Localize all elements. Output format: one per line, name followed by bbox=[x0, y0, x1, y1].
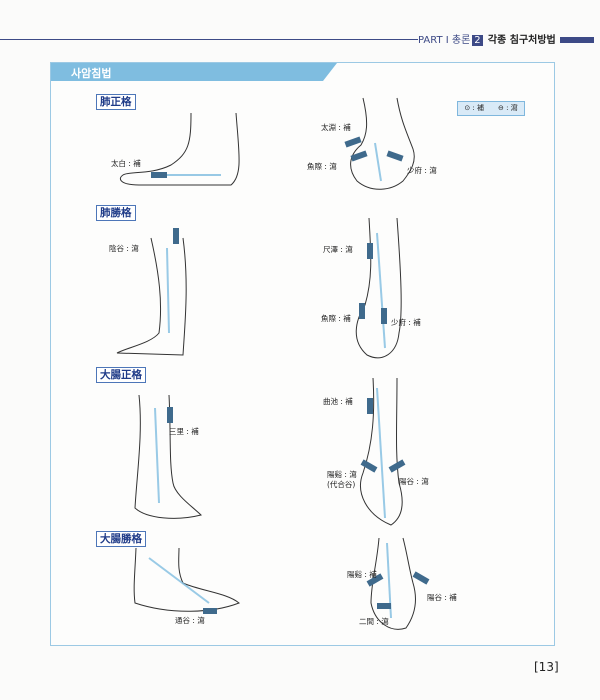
header-prefix: 총론 bbox=[451, 35, 471, 46]
needle-marker bbox=[360, 459, 378, 473]
needle-marker bbox=[344, 136, 362, 148]
acupoint-label: 陽谷 : 瀉 bbox=[399, 477, 429, 486]
needle-marker bbox=[203, 608, 217, 614]
acupoint-label-sub: (代合谷) bbox=[327, 480, 356, 489]
needle-marker bbox=[173, 228, 179, 244]
content-panel: 사암침법 ⊙ : 補 ⊖ : 瀉 bbox=[50, 62, 555, 646]
needle-marker bbox=[350, 150, 368, 162]
acupoint-label: 魚際 : 補 bbox=[321, 314, 351, 323]
meridian-line-3 bbox=[166, 247, 170, 334]
section-title-3: 大腸正格 bbox=[96, 367, 146, 383]
acupoint-label: 陽谿 : 補 bbox=[347, 570, 377, 579]
page-number: [13] bbox=[534, 660, 559, 674]
leg-illustration bbox=[116, 237, 187, 356]
needle-marker bbox=[386, 150, 404, 162]
header-title: 각종 침구처방법 bbox=[487, 35, 556, 46]
section-title-2: 肺勝格 bbox=[96, 205, 136, 221]
acupoint-label: 太淵 : 補 bbox=[321, 123, 351, 132]
acupoint-label: 二間 : 瀉 bbox=[359, 617, 389, 626]
forearm-hand-illustration bbox=[360, 377, 403, 526]
foot-illustration bbox=[119, 112, 240, 186]
meridian-line-2 bbox=[374, 142, 382, 182]
needle-marker bbox=[388, 459, 406, 473]
section-title-1: 肺正格 bbox=[96, 94, 136, 110]
needle-marker bbox=[359, 303, 365, 319]
panel-title: 사암침법 bbox=[71, 67, 112, 80]
legend: ⊙ : 補 ⊖ : 瀉 bbox=[457, 101, 525, 116]
acupoint-label-main: 陽谿 : 瀉 bbox=[327, 470, 357, 479]
acupoint-label: 曲池 : 補 bbox=[323, 397, 353, 406]
acupoint-label: 少府 : 瀉 bbox=[407, 166, 437, 175]
hand-illustration bbox=[350, 97, 415, 190]
needle-marker bbox=[367, 243, 373, 259]
acupoint-label: 通谷 : 瀉 bbox=[175, 616, 205, 625]
meridian-line-7 bbox=[148, 557, 210, 604]
meridian-line-5 bbox=[154, 407, 160, 504]
panel-title-tab: 사암침법 bbox=[51, 63, 337, 81]
header-section-number: 2 bbox=[472, 35, 483, 46]
foot-illustration-2 bbox=[133, 547, 240, 612]
acupoint-label: 陽谿 : 瀉 (代合谷) bbox=[327, 470, 357, 490]
meridian-line-6 bbox=[376, 387, 386, 519]
header-rule bbox=[0, 39, 418, 40]
forearm-illustration bbox=[355, 217, 402, 359]
acupoint-label: 三里 : 補 bbox=[169, 427, 199, 436]
header-bar bbox=[559, 37, 594, 43]
needle-marker bbox=[151, 172, 167, 178]
acupoint-label: 陽谷 : 補 bbox=[427, 593, 457, 602]
needle-marker bbox=[412, 571, 430, 585]
needle-marker bbox=[367, 398, 373, 414]
acupoint-label: 陰谷 : 瀉 bbox=[109, 244, 139, 253]
meridian-line-4 bbox=[376, 232, 386, 349]
header-part: PART I bbox=[418, 35, 449, 46]
needle-marker bbox=[377, 603, 391, 609]
needle-marker bbox=[167, 407, 173, 423]
needle-marker bbox=[366, 573, 384, 587]
leg-foot-illustration bbox=[134, 394, 202, 519]
acupoint-label: 太白 : 補 bbox=[111, 159, 141, 168]
section-title-4: 大腸勝格 bbox=[96, 531, 146, 547]
acupoint-label: 少府 : 補 bbox=[391, 318, 421, 327]
illustrations bbox=[116, 97, 430, 630]
acupoint-label: 魚際 : 瀉 bbox=[307, 162, 337, 171]
needle-marker bbox=[381, 308, 387, 324]
acupoint-label: 尺澤 : 瀉 bbox=[323, 245, 353, 254]
